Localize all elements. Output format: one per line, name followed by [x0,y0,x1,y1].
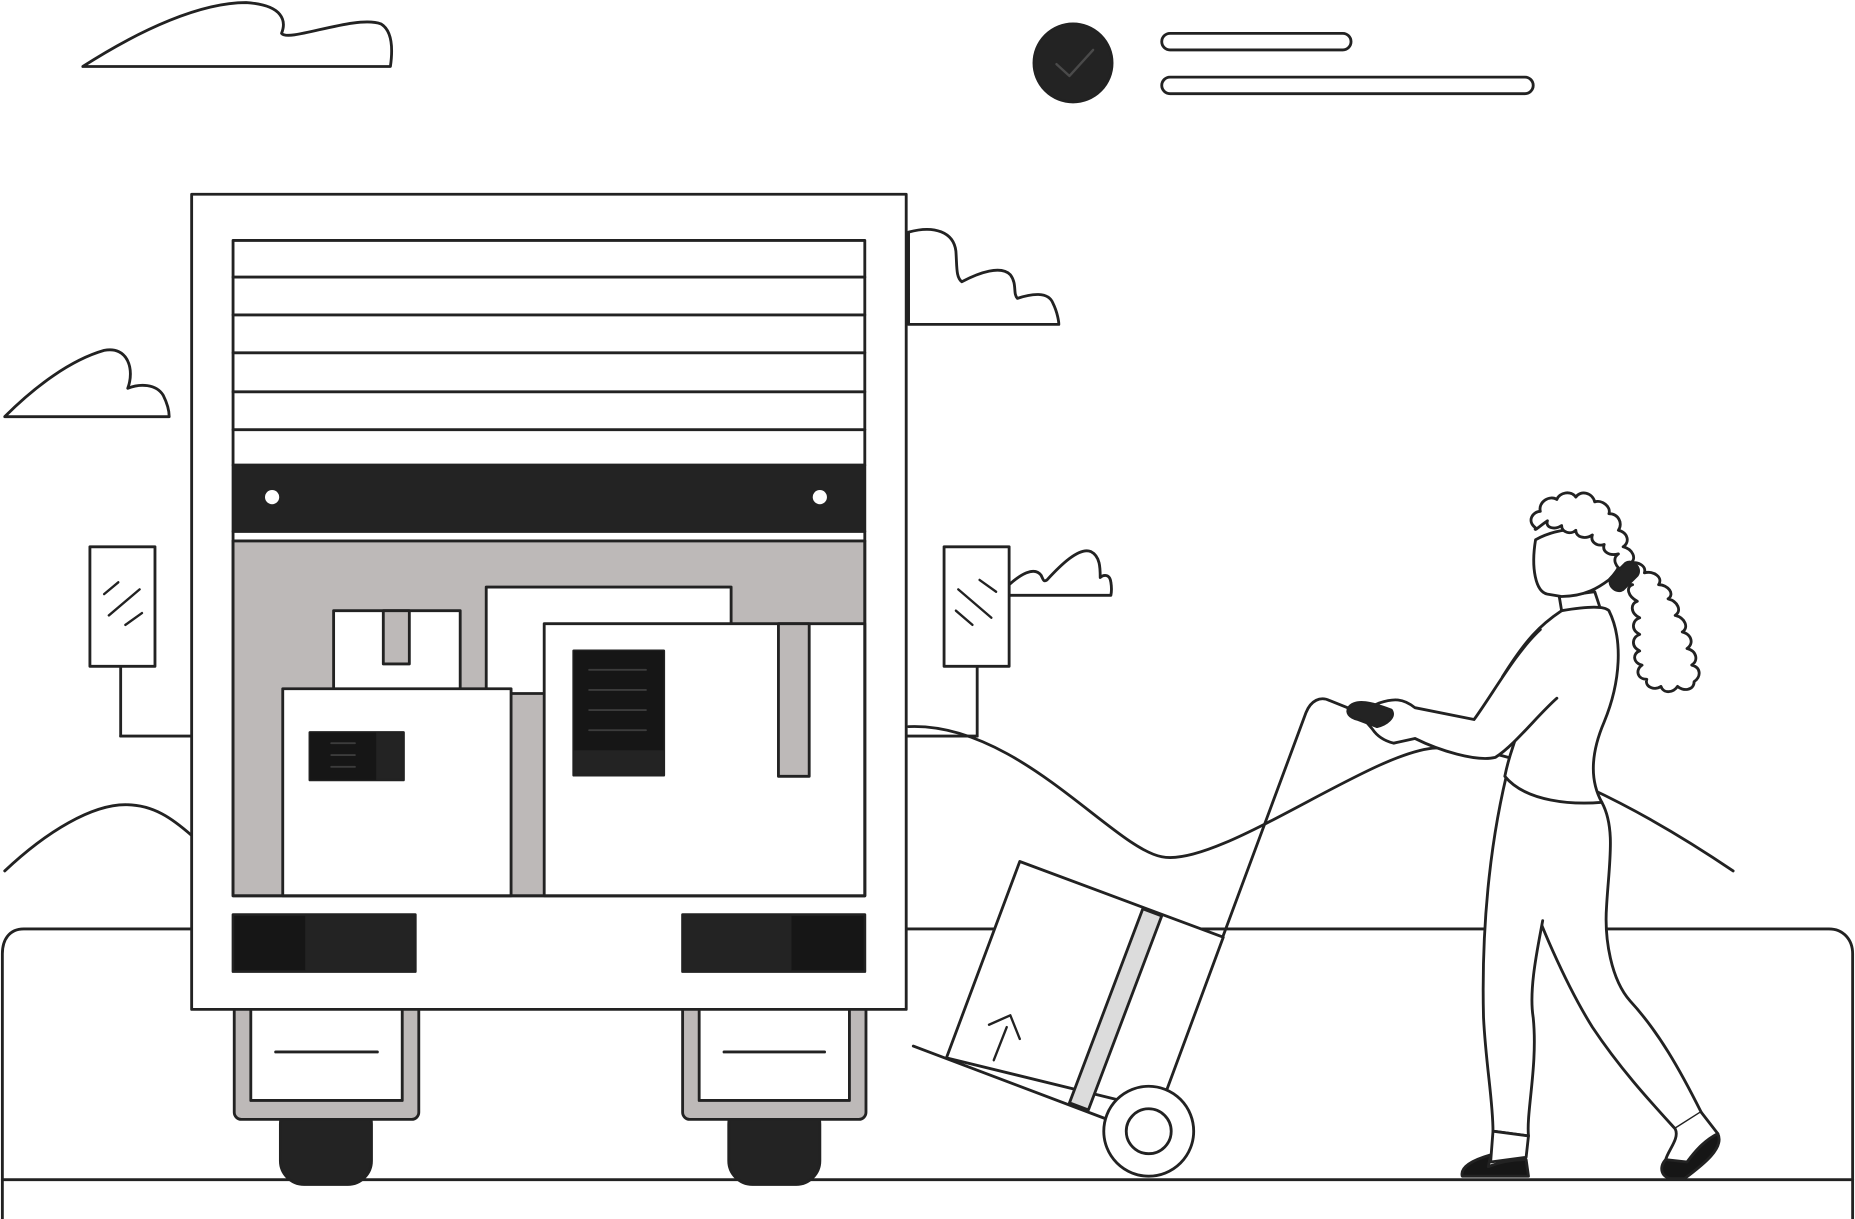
person-shoe [1660,1132,1721,1180]
window-glare-icon [102,581,144,627]
phone-icon [1608,560,1640,592]
person [1346,491,1721,1180]
roller-door [231,238,867,467]
status-text-line-1 [1160,31,1353,52]
cargo-boxes [281,585,867,898]
status-indicator [1032,22,1535,104]
check-icon [1055,48,1095,78]
cloud-icon [3,348,171,419]
box-left-front [281,687,513,898]
box-strap [1068,907,1164,1112]
person-arm [1356,628,1559,760]
check-badge [1032,22,1114,104]
hand-truck [911,697,1355,1178]
parking-sign-right [904,545,1011,738]
parking-sign-left [88,545,194,738]
hill-left [3,803,194,873]
door-handle-bar [231,463,867,533]
box-up-arrow-icon [987,1014,1021,1062]
cloud-icon [907,228,1061,326]
person-back-leg [1522,800,1703,1131]
person-shoe [1460,1153,1530,1178]
person-front-leg [1481,744,1545,1138]
moving-truck [190,192,908,1186]
person-hand [1346,700,1394,729]
cloud-icon [81,1,394,68]
person-hair [1529,491,1701,694]
window-glare-icon [954,578,998,627]
status-text-line-2 [1160,75,1535,96]
dolly-frame [1165,697,1355,1091]
cloud-icon [1007,549,1113,597]
